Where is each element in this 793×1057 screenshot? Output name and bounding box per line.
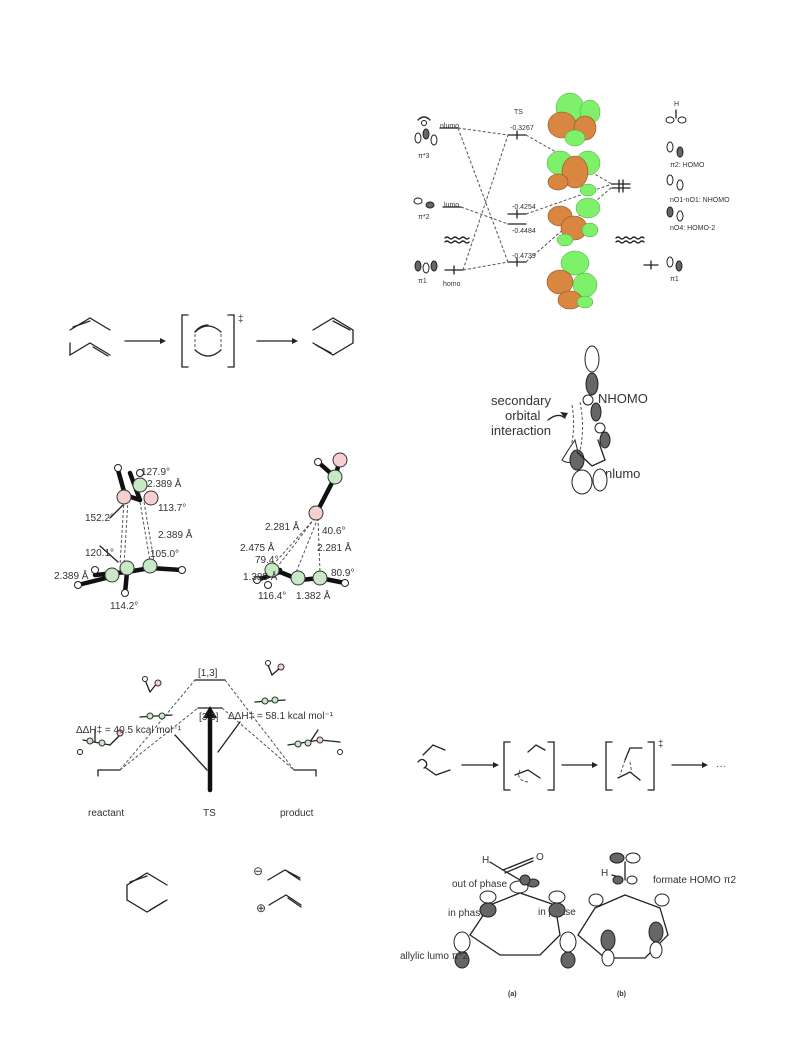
plus-charge: ⊕ [256, 901, 266, 915]
arrowhead-1 [160, 338, 166, 344]
panel-a-label: (a) [508, 991, 517, 998]
angle-120-1: 120.1° [85, 548, 114, 559]
dist-1-385: 1.385 Å [243, 570, 278, 583]
nhomo-label: nO1-nO1: NHOMO [670, 197, 730, 204]
lumo-label: lumo [444, 202, 459, 209]
reactant-label: reactant [88, 808, 124, 819]
pi1-label: π1 [418, 278, 427, 285]
secondary-orbital-sketch: secondary orbital interaction NHOMO nlum… [491, 345, 648, 495]
energy-4: -0.4739 [512, 253, 536, 260]
arrowhead-2 [292, 338, 298, 344]
angle-152-2: 152.2° [85, 513, 114, 524]
nhomo-sketch-label: NHOMO [598, 391, 648, 406]
left-orbital-icons [413, 128, 438, 274]
orbital-image-1 [547, 92, 601, 147]
angle-105-0: 105.0° [150, 549, 179, 560]
right-h-label: H [674, 101, 679, 108]
o-label-a: O [536, 852, 544, 863]
orbital-figure-b: H formate HOMO π2 (b) [577, 852, 736, 998]
in-phase-left-label: in phase [448, 908, 486, 919]
stepwise-scheme: ‡ ··· [417, 739, 726, 791]
dh-left-label: ΔΔH‡ = 40.5 kcal mol⁻¹ [76, 725, 182, 736]
hexadiene-bottom [126, 872, 168, 913]
hexadiene-reactant [69, 317, 111, 357]
dist-2-389-mid: 2.389 Å [158, 528, 193, 541]
out-of-phase-label: out of phase [452, 879, 507, 890]
dist-2-389-top: 2.389 Å [147, 477, 182, 490]
energy-3: -0.4484 [512, 228, 536, 235]
h-label-b: H [601, 868, 608, 879]
step-ts-dagger: ‡ [658, 739, 664, 750]
ts13-label: [1,3] [198, 668, 218, 679]
ts-arrowhead [203, 706, 217, 718]
product-label: product [280, 808, 314, 819]
orbital-image-4 [546, 250, 598, 310]
angle-80-9: 80.9° [331, 568, 354, 579]
step-reactant [417, 744, 451, 776]
ellipsis: ··· [716, 761, 726, 772]
h-label-a: H [482, 855, 489, 866]
pi2-label: π*2 [418, 214, 430, 221]
orbital-image-2 [546, 150, 601, 197]
panel-b-label: (b) [617, 991, 626, 998]
energy-profile: [1,3] [3,3] ΔΔH‡ = 40.5 kcal mol⁻¹ ΔΔH‡ … [76, 660, 343, 819]
ts33-label: [3,3] [199, 712, 219, 723]
dist-1-382: 1.382 Å [296, 589, 331, 602]
homo-label: homo [443, 281, 461, 288]
eye-icon [417, 116, 431, 121]
angle-116-4: 116.4° [258, 591, 286, 602]
sigmatropic-scheme: ‡ [69, 314, 354, 368]
dh-right-label: ΔΔH‡ = 58.1 kcal mol⁻¹ [228, 711, 334, 722]
secondary-line2: orbital [505, 408, 541, 423]
nlumo-label: nlumo [440, 123, 459, 130]
hexadiene-product [312, 317, 354, 356]
level-band-right [615, 236, 645, 244]
reactant-molecule [77, 729, 124, 755]
angle-127-9: 127.9° [141, 467, 170, 478]
pi3-label: π*3 [418, 153, 430, 160]
dist-2-281-right: 2.281 Å [317, 541, 352, 554]
minus-charge: ⊖ [253, 864, 263, 878]
secondary-line3: interaction [491, 423, 551, 438]
product-molecule [287, 729, 343, 755]
mo-diagram: TS nlumo π*3 lumo π*2 homo π1 -0.3267 -0… [413, 92, 730, 310]
step-intermediate [503, 741, 555, 791]
ion-pair: ⊖ ⊕ [253, 864, 302, 915]
dist-2-389-bottom: 2.389 Å [54, 569, 89, 582]
energy-2: -0.4254 [512, 204, 536, 211]
eye-pupil-icon [421, 120, 427, 126]
ts33-molecule [139, 676, 173, 720]
ts-double-dagger: ‡ [238, 314, 244, 325]
formate-homo-label: formate HOMO π2 [653, 875, 736, 886]
homo2-label: nO4: HOMO-2 [670, 225, 715, 232]
angle-40-6: 40.6° [322, 526, 345, 537]
dist-2-475: 2.475 Å [240, 541, 275, 554]
right-orbital-icons [665, 109, 687, 272]
mo-ts-label: TS [514, 109, 523, 116]
step-ts: ‡ [605, 739, 664, 791]
ts-geometry-right: 2.281 Å 40.6° 2.475 Å 79.4° 2.281 Å 1.38… [240, 452, 354, 602]
transition-state-bracket: ‡ [181, 314, 244, 368]
angle-79-4: 79.4° [255, 555, 278, 566]
dist-2-281-left: 2.281 Å [265, 520, 300, 533]
orbital-figure-a: H O out of phase in phase in phase allyl… [400, 852, 577, 998]
secondary-line1: secondary [491, 393, 551, 408]
level-band-left [444, 236, 470, 244]
ts-label: TS [203, 808, 216, 819]
pi2-homo-label: π2: HOMO [670, 162, 705, 169]
right-pi1-label: π1 [670, 276, 679, 283]
angle-113-7: 113.7° [158, 503, 186, 514]
ts-geometry-left: 127.9° 2.389 Å 152.2° 113.7° 2.389 Å 120… [54, 464, 193, 612]
angle-114-2: 114.2° [110, 601, 138, 612]
nlumo-sketch-label: nlumo [605, 466, 640, 481]
allylic-lumo-label: allylic lumo π*2 [400, 951, 468, 962]
orbital-image-3 [547, 197, 601, 247]
ts13-molecule [254, 660, 286, 705]
energy-1: -0.3267 [510, 125, 534, 132]
